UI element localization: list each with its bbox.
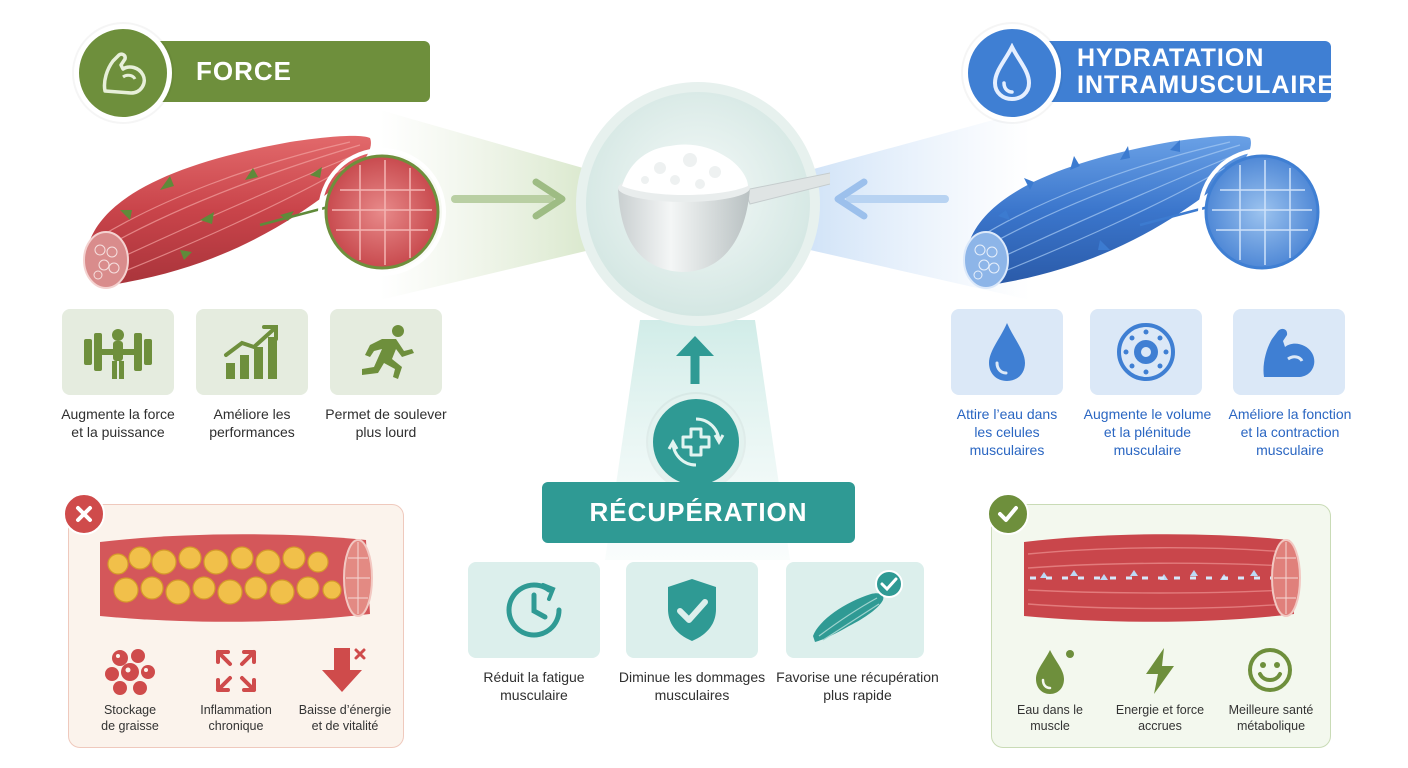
hydration-arrow [834, 178, 949, 220]
force-tile-runner [330, 309, 442, 395]
x-icon [76, 506, 92, 522]
water-drop-icon [992, 43, 1032, 102]
check-badge [987, 493, 1029, 535]
bar-chart-up-icon [224, 325, 278, 379]
hydration-title-line2: INTRAMUSCULAIRE [1077, 70, 1336, 99]
force-header-icon-circle [74, 24, 172, 122]
flexed-arm-icon [1263, 328, 1315, 377]
creatine-scoop-illustration [576, 82, 830, 326]
recovery-caption-2: Diminue les dommages musculaires [618, 669, 766, 703]
force-tile-chart [196, 309, 308, 395]
bad-icon-energy [318, 646, 370, 701]
recovery-title: RÉCUPÉRATION [589, 497, 808, 527]
hydration-title-line1: HYDRATATION [1077, 43, 1265, 72]
cell-volume-icon [1117, 323, 1175, 381]
hydrated-muscle-illustration [963, 135, 1326, 289]
water-drop-icon [989, 323, 1025, 381]
recovery-header-bar: RÉCUPÉRATION [542, 482, 855, 543]
x-badge [63, 493, 105, 535]
recovery-icon-circle [648, 394, 744, 490]
medical-cross-cycle-icon [667, 417, 725, 467]
bad-caption-1: Stockage de graisse [101, 703, 159, 733]
recovery-caption-1: Réduit la fatigue musculaire [483, 669, 585, 703]
expand-arrows-icon [216, 650, 256, 692]
recovery-caption-3: Favorise une récupération plus rapide [776, 669, 939, 703]
bad-caption-3: Baisse d’énergie et de vitalité [298, 703, 392, 733]
smiley-icon [1248, 648, 1292, 692]
hydration-tile-cell [1090, 309, 1202, 395]
strong-muscle-illustration [83, 135, 446, 289]
fatty-muscle-illustration [100, 534, 373, 622]
hydration-header-icon-circle [963, 24, 1061, 122]
shield-check-icon [668, 579, 716, 641]
force-title: FORCE [196, 56, 292, 86]
hydration-header-bar: HYDRATATION INTRAMUSCULAIRE [1040, 41, 1334, 102]
good-icon-health [1246, 646, 1294, 699]
good-caption-3: Meilleure santé métabolique [1228, 703, 1314, 733]
force-caption-3: Permet de soulever plus lourd [325, 406, 447, 440]
water-drop-icon [1036, 650, 1074, 694]
hydration-caption-2: Augmente le volume et la plénitude muscu… [1083, 406, 1212, 458]
bad-icon-inflammation [212, 648, 260, 699]
check-icon [998, 506, 1018, 522]
lightning-icon [1146, 648, 1174, 694]
good-caption-2: Energie et force accrues [1115, 703, 1205, 733]
arrow-down-icon [322, 648, 366, 692]
hydration-caption-1: Attire l’eau dans les celules musculaire… [956, 406, 1058, 458]
recovery-tile-shield [626, 562, 758, 658]
clock-icon [506, 582, 562, 638]
hydration-tile-arm [1233, 309, 1345, 395]
force-header-bar: FORCE [150, 41, 430, 102]
force-tile-dumbbell [62, 309, 174, 395]
recovery-up-arrow [676, 336, 714, 384]
hydration-caption-3: Améliore la fonction et la contraction m… [1228, 406, 1352, 458]
good-icon-energy [1142, 646, 1178, 701]
force-caption-1: Augmente la force et la puissance [61, 406, 175, 440]
flexed-arm-icon [102, 52, 146, 95]
running-person-icon [362, 325, 414, 379]
hydration-tile-drop [951, 309, 1063, 395]
recovery-tile-clock [468, 562, 600, 658]
force-caption-2: Améliore les performances [209, 406, 295, 440]
bad-icon-fat [104, 646, 156, 701]
hydrated-muscle-illustration-small [1024, 534, 1301, 622]
good-caption-1: Eau dans le muscle [1016, 703, 1084, 733]
bad-caption-2: Inflammation chronique [200, 703, 272, 733]
muscle-check-icon [813, 570, 903, 642]
good-icon-water [1030, 646, 1078, 701]
fat-cells-icon [105, 649, 155, 695]
recovery-tile-muscle [786, 562, 924, 658]
dumbbell-icon [84, 329, 152, 379]
force-arrow [451, 178, 566, 220]
